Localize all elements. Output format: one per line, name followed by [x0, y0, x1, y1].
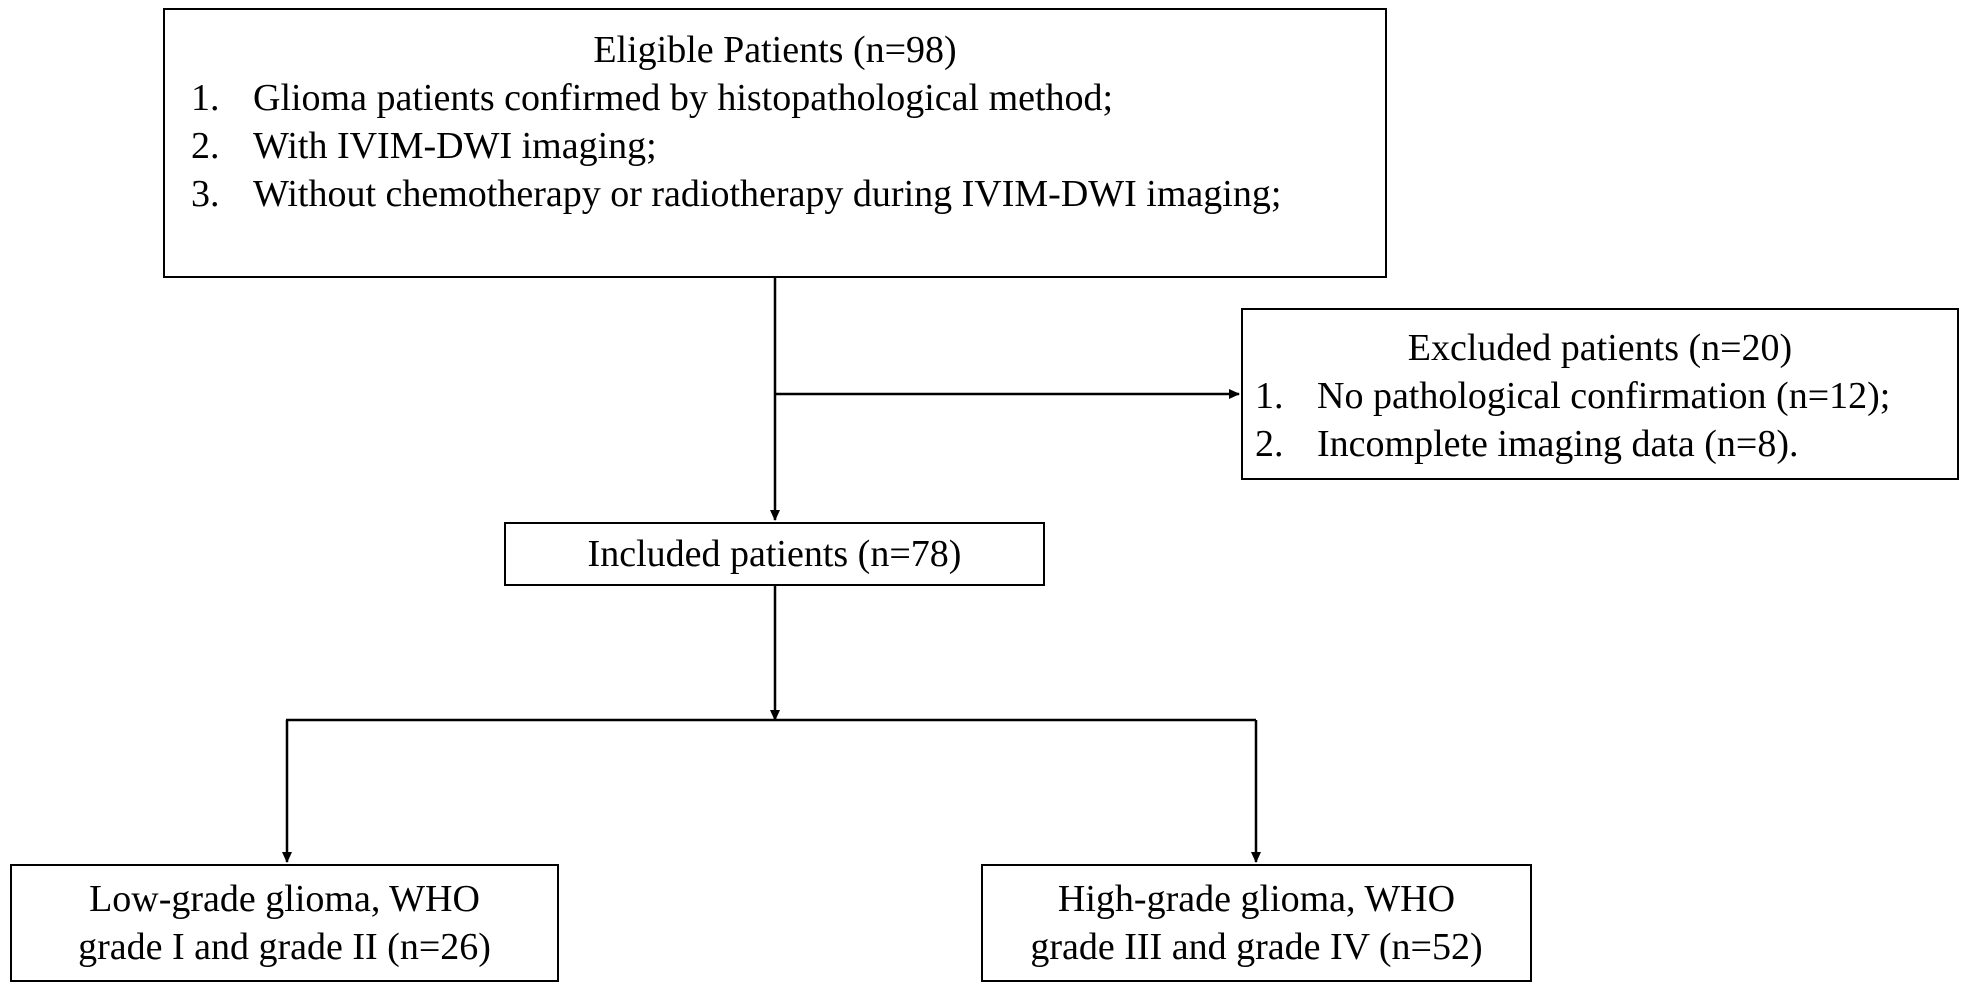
reason-number: 1.	[1255, 375, 1284, 417]
low-grade-line-2: grade I and grade II (n=26)	[78, 926, 491, 968]
included-patients-box: Included patients (n=78)	[504, 522, 1045, 586]
criterion-number: 1.	[191, 77, 220, 119]
high-grade-glioma-box: High-grade glioma, WHO grade III and gra…	[981, 864, 1532, 982]
eligible-criterion-3: 3. Without chemotherapy or radiotherapy …	[179, 170, 1371, 218]
criterion-text: Without chemotherapy or radiotherapy dur…	[253, 173, 1282, 215]
excluded-patients-box: Excluded patients (n=20) 1. No pathologi…	[1241, 308, 1959, 480]
low-grade-glioma-box: Low-grade glioma, WHO grade I and grade …	[10, 864, 559, 982]
excluded-reason-1: 1. No pathological confirmation (n=12);	[1255, 372, 1957, 420]
eligible-patients-box: Eligible Patients (n=98) 1. Glioma patie…	[163, 8, 1387, 278]
low-grade-line-1: Low-grade glioma, WHO	[89, 878, 480, 920]
reason-number: 2.	[1255, 423, 1284, 465]
eligible-title: Eligible Patients (n=98)	[593, 29, 957, 71]
criterion-number: 3.	[191, 173, 220, 215]
excluded-title: Excluded patients (n=20)	[1407, 327, 1793, 369]
included-title: Included patients (n=78)	[587, 533, 962, 575]
criterion-text: Glioma patients confirmed by histopathol…	[253, 77, 1114, 119]
reason-text: Incomplete imaging data (n=8).	[1317, 423, 1799, 465]
high-grade-line-2: grade III and grade IV (n=52)	[1030, 926, 1483, 968]
criterion-text: With IVIM-DWI imaging;	[253, 125, 657, 167]
excluded-reason-2: 2. Incomplete imaging data (n=8).	[1255, 420, 1957, 468]
eligible-criterion-2: 2. With IVIM-DWI imaging;	[179, 122, 1371, 170]
eligible-criterion-1: 1. Glioma patients confirmed by histopat…	[179, 74, 1371, 122]
reason-text: No pathological confirmation (n=12);	[1317, 375, 1891, 417]
high-grade-line-1: High-grade glioma, WHO	[1057, 878, 1456, 920]
criterion-number: 2.	[191, 125, 220, 167]
